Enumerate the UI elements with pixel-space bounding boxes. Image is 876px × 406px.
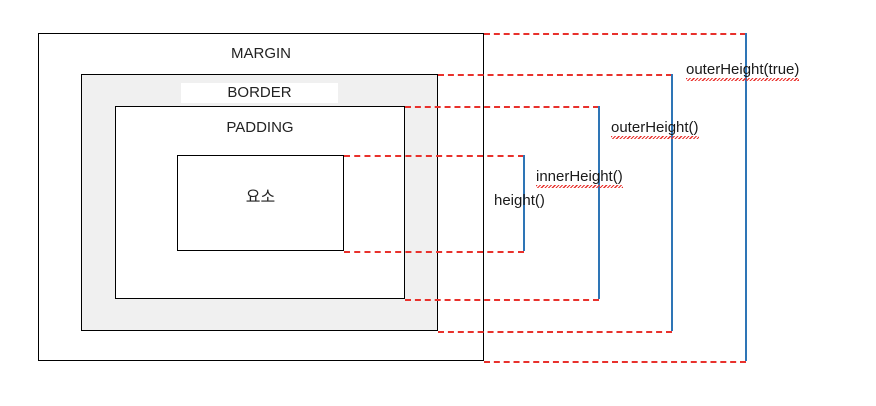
measure-label-outerheight-true: outerHeight(true) bbox=[686, 61, 800, 81]
extension-line-outerheight-top bbox=[438, 74, 672, 76]
margin-label: MARGIN bbox=[231, 45, 291, 62]
measure-bar-outerheight bbox=[671, 74, 673, 331]
extension-line-height-bottom bbox=[344, 251, 524, 253]
measure-label-outerheight: outerHeight() bbox=[611, 119, 699, 139]
measure-bar-outerheight-true bbox=[745, 33, 747, 361]
measure-bar-height bbox=[523, 155, 525, 251]
extension-line-height-top bbox=[344, 155, 524, 157]
measure-bar-innerheight bbox=[598, 106, 600, 299]
extension-line-innerheight-top bbox=[405, 106, 599, 108]
measure-label-outerheight-true-text: outerHeight(true) bbox=[686, 61, 800, 81]
extension-line-outerheight-bottom bbox=[438, 331, 672, 333]
measure-label-innerheight: innerHeight() bbox=[536, 168, 623, 188]
measure-label-outerheight-text: outerHeight() bbox=[611, 119, 699, 139]
measure-label-height: height() bbox=[494, 192, 545, 210]
extension-line-outerheight-true-bottom bbox=[484, 361, 746, 363]
border-label: BORDER bbox=[181, 83, 338, 103]
measure-label-height-text: height() bbox=[494, 192, 545, 209]
extension-line-innerheight-bottom bbox=[405, 299, 599, 301]
measure-label-innerheight-text: innerHeight() bbox=[536, 168, 623, 188]
element-label: 요소 bbox=[245, 189, 276, 206]
element-box bbox=[177, 155, 344, 251]
extension-line-outerheight-true-top bbox=[484, 33, 746, 35]
padding-label: PADDING bbox=[226, 119, 294, 136]
